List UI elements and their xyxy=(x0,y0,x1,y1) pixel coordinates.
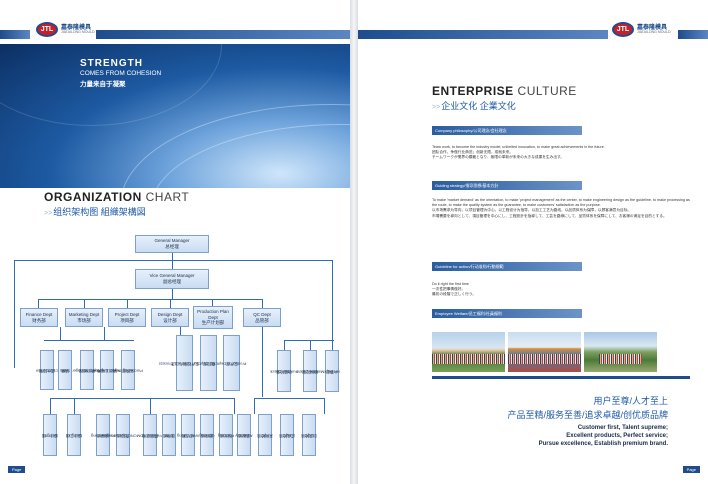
team-wire-cutting: Wire Cutting 线切割 xyxy=(177,414,199,456)
org-chart-title: ORGANIZATION CHART >>组织架构图 組織架構図 xyxy=(44,190,189,218)
hero-line-1: STRENGTH xyxy=(80,58,143,69)
right-page: JTL 嘉泰隆模具 JIATAILONG MOULD Page xyxy=(358,0,708,484)
slogan-en-1: Customer first, Talent supreme; xyxy=(577,425,668,431)
org-title-bold: ORGANIZATION xyxy=(44,190,142,204)
team-programming: Programming 编程组 xyxy=(91,414,115,456)
brand-logo-left: JTL 嘉泰隆模具 JIATAILONG MOULD xyxy=(36,22,95,37)
slogan-cn-1: 用户至尊/人才至上 xyxy=(593,396,668,406)
general-manager-box: General Manager 总经理 xyxy=(135,235,209,253)
unit-cost-control: Cost Control 成本控制 xyxy=(36,350,58,390)
welfare-photos xyxy=(432,332,657,372)
team-oqc: OQC 出货检验 xyxy=(301,414,317,456)
left-top-bar xyxy=(0,30,30,39)
unit-function-check: Function Check 功能检查 xyxy=(270,350,298,392)
action-bar: Guideline for action/行动准则/行動規範 xyxy=(432,262,582,271)
team-design-2: Design II 设计二组 xyxy=(66,414,82,456)
culture-title: ENTERPRISE CULTURE >>企业文化 企業文化 xyxy=(432,84,577,112)
slogan-en-3: Pursue excellence, Establish premium bra… xyxy=(538,441,668,447)
team-polishing: Polishing 抛光组 xyxy=(218,414,234,456)
chevron-right-icon: >> xyxy=(44,210,53,217)
unit-cnc-dept: CNC Dept 数控部 xyxy=(199,335,218,391)
left-page: JTL 嘉泰隆模具 JIATAILONG MOULD STRENGTH COME… xyxy=(0,0,350,484)
slogan-cn-2: 产品至精/服务至善/追求卓越/创优质品牌 xyxy=(507,410,668,420)
action-text: Do it right the first time 一次性把事情做好。 最初の… xyxy=(432,282,477,297)
team-precision-edm: Precision EDM 精密放电 xyxy=(137,414,163,456)
logo-mark-icon: JTL xyxy=(36,22,58,37)
unit-production-dept: Production Dept 生产部 xyxy=(217,335,246,391)
welfare-bar: Employee Welfare/员工福利/社員福利 xyxy=(432,309,582,318)
right-page-number: Page xyxy=(682,466,700,473)
unit-production-control: Production Control & Process 生产控制与工艺 xyxy=(158,335,211,391)
team-photo-1 xyxy=(432,332,505,372)
photo-divider xyxy=(432,376,690,379)
strategy-text: To make 'market demand' as the orientati… xyxy=(432,198,690,218)
philosophy-text: Team work, to become the industry model;… xyxy=(432,145,605,160)
hero-line-2: COMES FROM COHESION xyxy=(80,70,162,77)
brand-logo-right: JTL 嘉泰隆模具 JIATAILONG MOULD xyxy=(612,22,671,37)
unit-project-engineer: Project Engineer 项目工程师 xyxy=(92,350,122,390)
unit-project-manager: Project Manager 项目经理 xyxy=(72,350,102,390)
org-subtitle: 组织架构图 組織架構図 xyxy=(53,207,146,217)
left-top-bar-long xyxy=(96,30,350,39)
unit-purchasing: Purchasing Dept 采购部 xyxy=(113,350,143,390)
logo-mark-icon: JTL xyxy=(612,22,634,37)
team-fqc: FQC 成品检验 xyxy=(279,414,295,456)
unit-hr-dept: HR Dept 人事部 xyxy=(324,350,340,392)
brand-name-en: JIATAILONG MOULD xyxy=(61,29,95,34)
page-gutter xyxy=(350,0,358,484)
philosophy-bar: Company philosophy/公司理念/会社理念 xyxy=(432,126,582,135)
right-top-bar xyxy=(678,30,708,39)
team-photo-2 xyxy=(508,332,581,372)
brand-name-cn: 嘉泰隆模具 xyxy=(61,24,92,31)
team-iqc: IQC 来料检验 xyxy=(257,414,273,456)
vice-manager-box: Vice General Manager 副总经理 xyxy=(135,269,209,289)
hero-banner: STRENGTH COMES FROM COHESION 力量来自于凝聚 xyxy=(0,44,350,188)
team-design-1: Design I 设计一组 xyxy=(42,414,58,456)
culture-title-bold: ENTERPRISE xyxy=(432,84,514,98)
unit-material-control: Material Control 物料控制 xyxy=(296,350,324,392)
team-assembly: Assembly 装配组 xyxy=(235,414,253,456)
slogan-en-2: Excellent products, Perfect service; xyxy=(566,433,668,439)
team-cnc-operation: CNC Operation 数控组 xyxy=(109,414,137,456)
team-grinding: Grinding 磨床组 xyxy=(199,414,215,456)
chevron-right-icon: >> xyxy=(432,104,441,111)
team-photo-3 xyxy=(584,332,657,372)
org-title-light: CHART xyxy=(141,190,190,204)
culture-subtitle: 企业文化 企業文化 xyxy=(441,101,516,111)
brand-name-en: JIATAILONG MOULD xyxy=(637,29,671,34)
team-edm: EDM 放电组 xyxy=(162,414,176,456)
brand-name-cn: 嘉泰隆模具 xyxy=(637,24,668,31)
left-page-number: Page xyxy=(8,466,26,473)
hero-title: STRENGTH COMES FROM COHESION 力量来自于凝聚 xyxy=(80,58,161,88)
culture-title-light: CULTURE xyxy=(513,84,577,98)
hero-line-3: 力量来自于凝聚 xyxy=(80,81,126,88)
strategy-bar: Guiding strategy/指导思想/基本方針 xyxy=(432,181,582,190)
unit-sales: Sales 销售 xyxy=(58,350,72,390)
right-top-bar-long xyxy=(358,30,608,39)
